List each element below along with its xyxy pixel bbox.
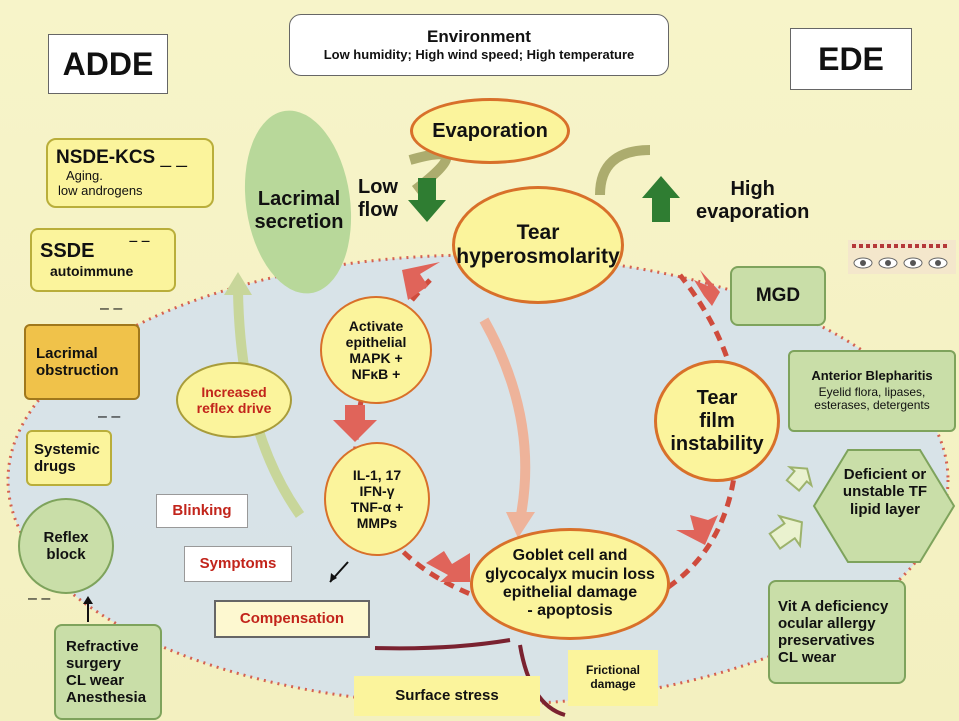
adde-title: ADDE [48,34,168,94]
red-arrow-3 [426,551,470,582]
nsde-title: NSDE-KCS _ _ [56,147,187,169]
ssde-box: SSDE ‾ ‾ autoimmune [30,228,176,292]
anterior-blepharitis-line-1: Eyelid flora, lipases, [818,384,926,399]
symptoms-box: Symptoms [184,546,292,582]
tear-hyperosmolarity-node: Tear hyperosmolarity [452,186,624,304]
meibomian-gland-icon [848,240,956,274]
surface-stress-box: Surface stress [354,676,540,716]
ede-title: EDE [790,28,912,90]
dash-2: – – [98,408,121,425]
dash-1: – – [100,300,123,317]
compensation-box: Compensation [214,600,370,638]
red-arrow-1 [402,262,440,300]
anterior-blepharitis-title: Anterior Blepharitis [811,367,933,383]
nsde-line-1: Aging. [66,167,103,183]
anterior-blepharitis-box: Anterior Blepharitis Eyelid flora, lipas… [788,350,956,432]
red-arrow-2 [333,405,377,442]
inner-arrow [479,317,531,521]
nsde-line-2: low androgens [58,182,143,198]
ssde-line: autoimmune [50,263,134,280]
nsde-box: NSDE-KCS _ _ Aging. low androgens [46,138,214,208]
high-evaporation-arrow [642,176,680,222]
anterior-blepharitis-line-2: esterases, detergents [814,398,930,413]
deficient-arrow-2 [768,514,803,550]
red-arrow-4 [676,515,718,545]
deficient-hexagon [812,449,956,563]
environment-detail: Low humidity; High wind speed; High temp… [323,47,635,63]
mgd-box: MGD [730,266,826,326]
blinking-box: Blinking [156,494,248,528]
curved-arrow-right [595,145,651,196]
evaporation-node: Evaporation [410,98,570,164]
surface-stress-arrow [374,638,511,651]
reflex-drive-arrow-head [224,272,252,295]
ssde-title: SSDE ‾ ‾ [40,240,149,263]
tear-hyperosmolarity-line-2: hyperosmolarity [456,245,620,268]
inner-arrow-head [506,512,535,538]
dash-3: – – [28,590,51,607]
environment-box: Environment Low humidity; High wind spee… [289,14,669,76]
low-flow-arrow [408,178,446,222]
red-arrow-5 [694,270,720,306]
deficient-arrow-1 [785,465,814,492]
tear-hyperosmolarity-line-1: Tear [516,220,560,244]
lacrimal-gland-shape [244,110,352,294]
environment-title: Environment [427,26,531,46]
